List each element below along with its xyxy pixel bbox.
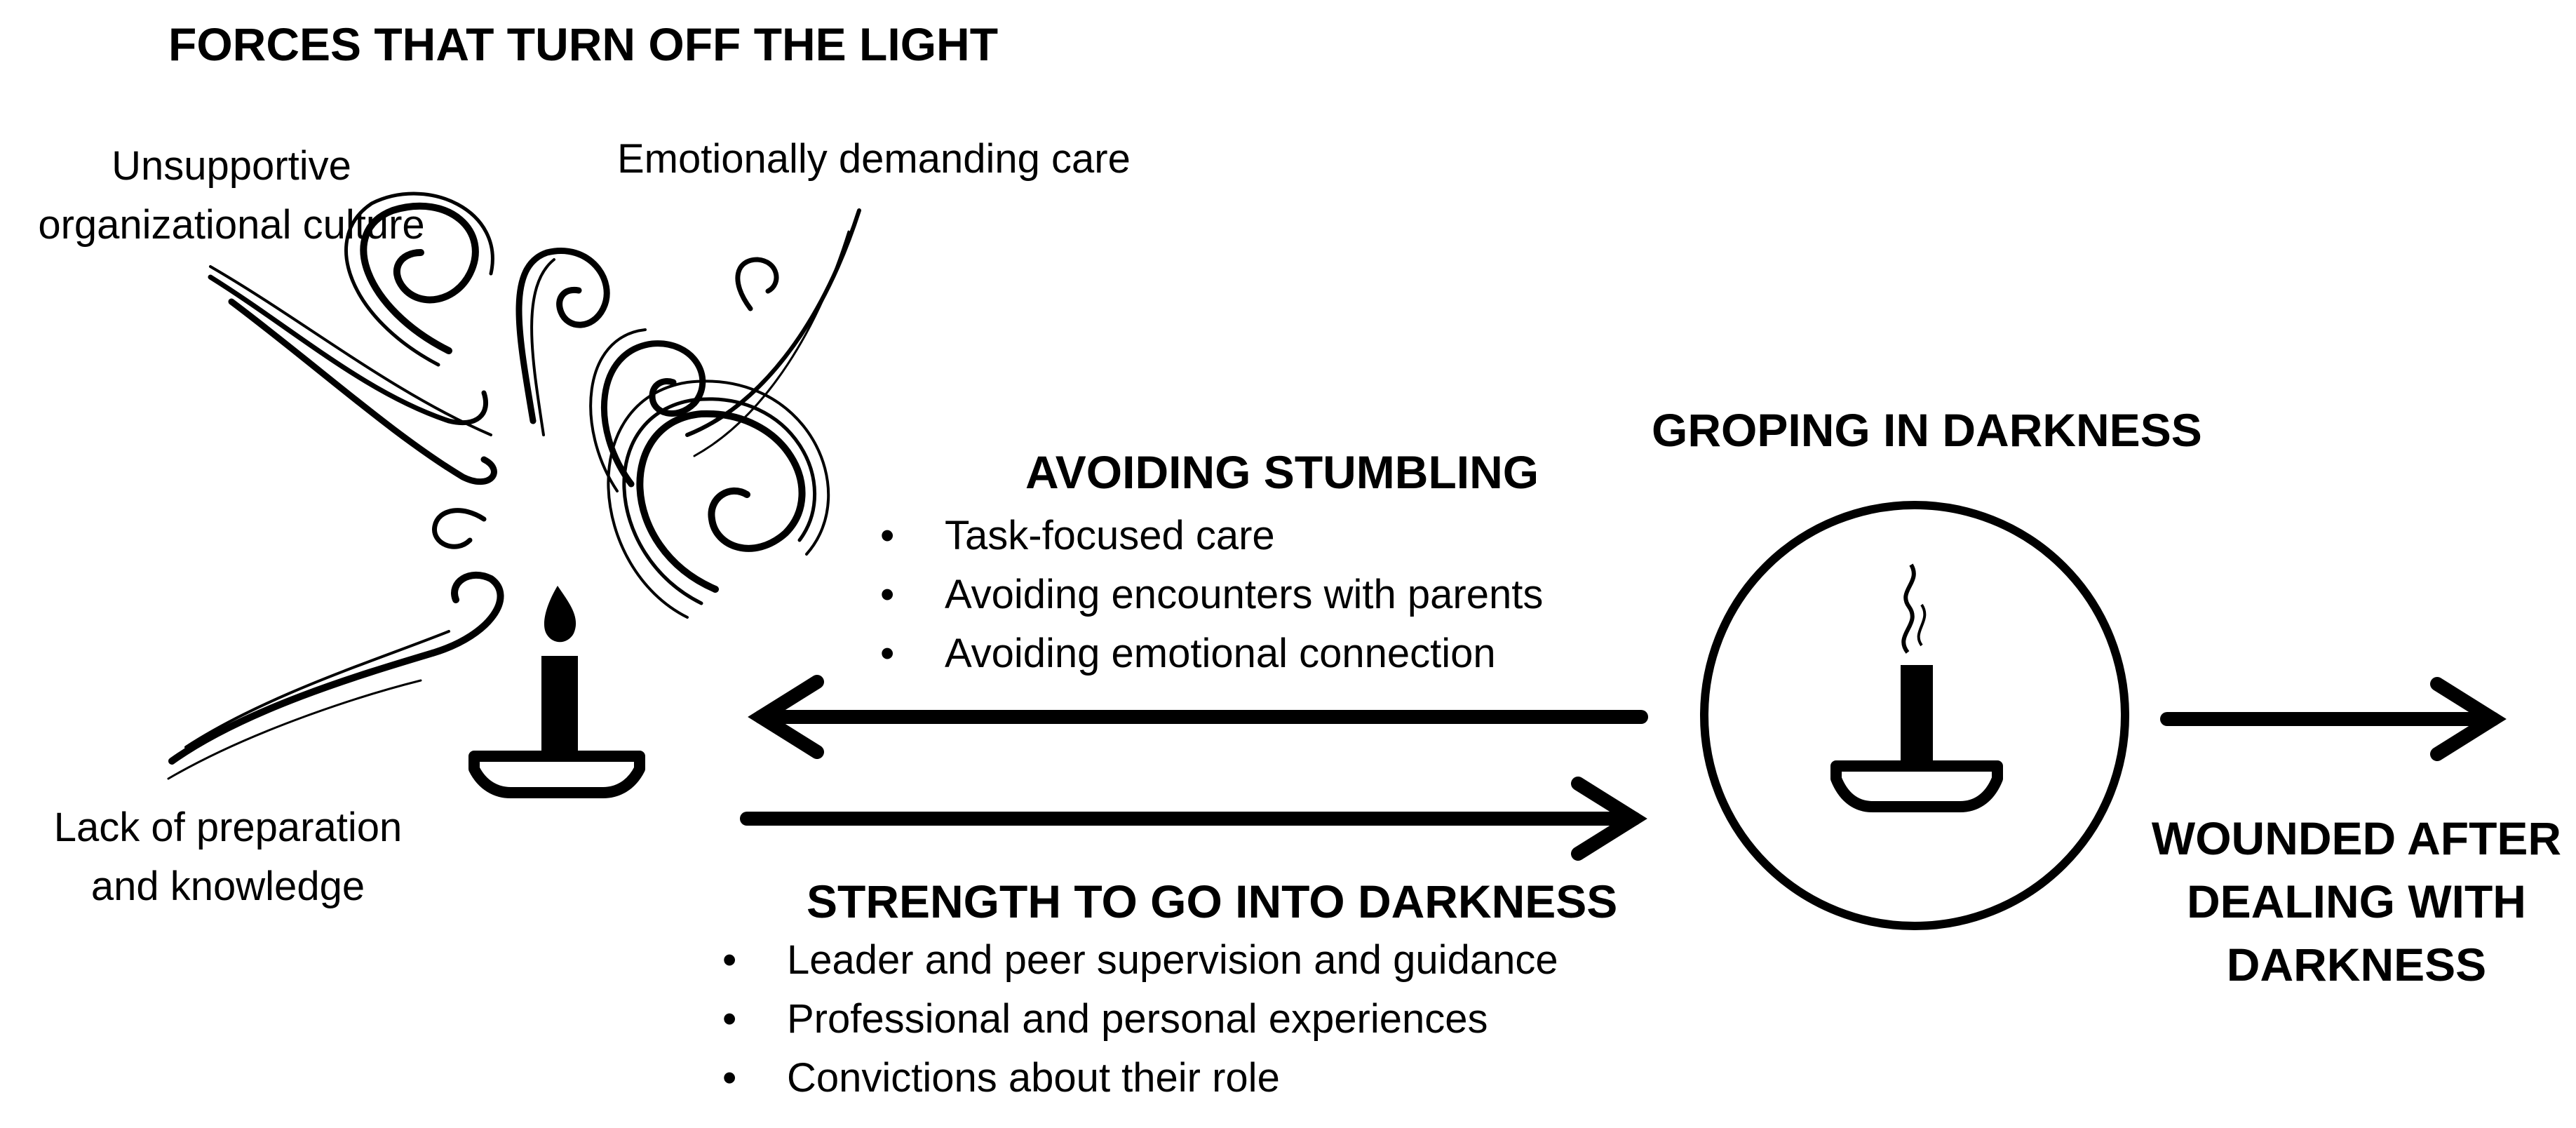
wounded-line-2: DEALING WITH: [2187, 875, 2526, 927]
list-item: Convictions about their role: [722, 1049, 1558, 1108]
wounded-line-3: DARKNESS: [2226, 939, 2487, 991]
lack-line-2: and knowledge: [90, 864, 365, 910]
list-item: Professional and personal experiences: [722, 990, 1558, 1049]
wounded-line-1: WOUNDED AFTER: [2151, 812, 2562, 864]
darkness-circle: [1700, 501, 2129, 930]
list-item: Avoiding emotional connection: [880, 624, 1543, 683]
list-item: Avoiding encounters with parents: [880, 565, 1543, 624]
lit-candle-icon: [468, 586, 645, 798]
arrow-strength-right: [740, 777, 1647, 861]
forces-title: FORCES THAT TURN OFF THE LIGHT: [168, 18, 999, 70]
unsupportive-line-2: organizational culture: [38, 202, 425, 248]
unsupportive-label: Unsupportive organizational culture: [14, 137, 449, 255]
emotional-label: Emotionally demanding care: [617, 136, 1131, 182]
lack-line-1: Lack of preparation: [53, 805, 403, 850]
strength-list: Leader and peer supervision and guidance…: [722, 931, 1558, 1108]
groping-title: GROPING IN DARKNESS: [1652, 404, 2202, 456]
arrow-wounded-right: [2160, 677, 2507, 761]
list-item: Task-focused care: [880, 506, 1543, 565]
unsupportive-line-1: Unsupportive: [112, 143, 351, 189]
lack-label: Lack of preparation and knowledge: [18, 798, 438, 916]
strength-title: STRENGTH TO GO INTO DARKNESS: [807, 875, 1618, 927]
arrow-avoiding-left: [748, 675, 1648, 759]
list-item: Leader and peer supervision and guidance: [722, 931, 1558, 990]
avoiding-list: Task-focused care Avoiding encounters wi…: [880, 506, 1543, 683]
wind-swirls-icon: [167, 192, 861, 780]
avoiding-title: AVOIDING STUMBLING: [1025, 446, 1539, 498]
wounded-title: WOUNDED AFTER DEALING WITH DARKNESS: [2146, 807, 2567, 996]
extinguished-candle-icon: [1830, 563, 2003, 812]
